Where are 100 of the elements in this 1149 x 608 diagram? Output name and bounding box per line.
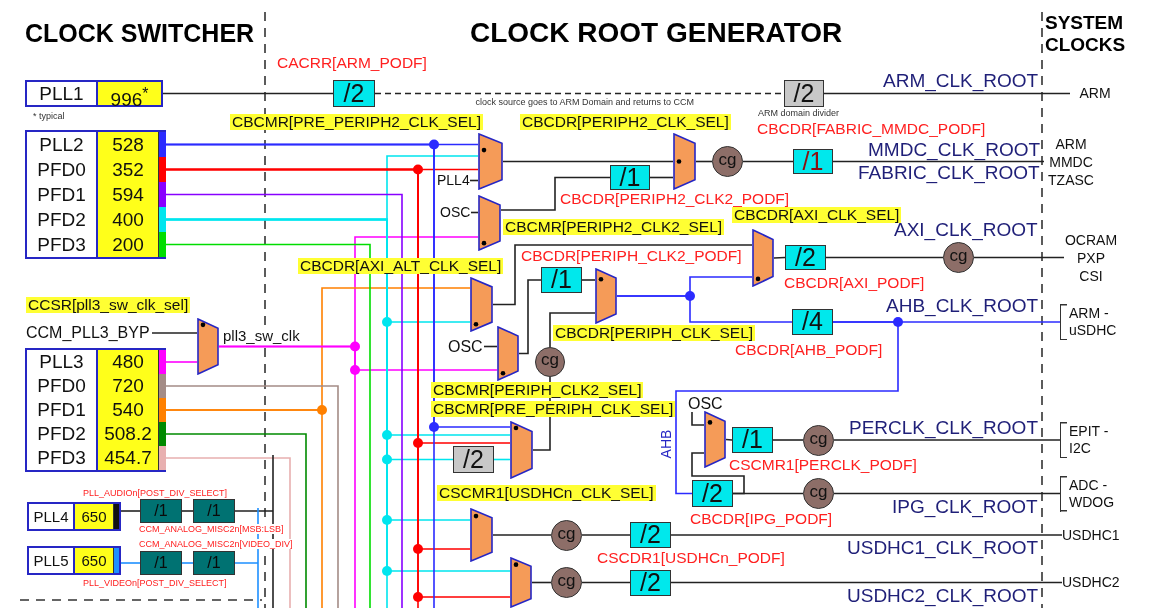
register-field-label: CCM_ANALOG_MISC2n[VIDEO_DIV] xyxy=(139,539,293,549)
divider-block: /1 xyxy=(732,427,773,453)
pll-output-group xyxy=(25,130,166,259)
clock-line xyxy=(234,454,274,608)
clock-root-name: ARM_CLK_ROOT xyxy=(883,71,1039,91)
output-name: PFD2 xyxy=(36,208,87,232)
clock-line xyxy=(670,581,1063,584)
clock-line xyxy=(773,256,786,259)
clock-line xyxy=(181,510,194,512)
multiplexer-symbol xyxy=(470,508,493,562)
input-signal-name: OSC xyxy=(448,338,484,355)
divider-block: /1 xyxy=(193,499,235,523)
multiplexer-symbol xyxy=(197,318,219,375)
pll-source-box xyxy=(27,502,121,531)
clock-line xyxy=(581,279,596,281)
output-name: PFD3 xyxy=(36,233,87,257)
divider-block: /4 xyxy=(792,309,833,335)
multiplexer-symbol xyxy=(478,133,503,190)
pll-name: PLL5 xyxy=(32,551,70,571)
clock-line xyxy=(833,492,1061,495)
frequency-value: 650 xyxy=(73,504,113,529)
multiplexer-symbol xyxy=(752,229,774,287)
peripheral-name: USDHC2 xyxy=(1062,574,1122,591)
clock-line xyxy=(691,452,745,495)
divider-block: /1 xyxy=(541,267,582,293)
divider-block: /1 xyxy=(193,551,235,575)
clock-gate: cg xyxy=(803,478,834,509)
select-register-label: CBCMR[PRE_PERIPH2_CLK_SEL] xyxy=(230,114,483,130)
clock-line xyxy=(165,361,198,363)
clock-root-name: IPG_CLK_ROOT xyxy=(892,497,1038,517)
select-register-label: CBCMR[PERIPH_CLK2_SEL] xyxy=(431,382,644,398)
clock-line xyxy=(549,312,596,348)
clock-line xyxy=(616,295,793,323)
clock-line xyxy=(165,409,323,608)
clock-gate: cg xyxy=(712,146,743,177)
clock-line xyxy=(691,411,705,426)
divider-block: /2 xyxy=(692,480,733,507)
peripheral-range: ADC - WDOG xyxy=(1060,475,1117,512)
clock-line xyxy=(502,160,674,163)
clock-line xyxy=(518,279,542,355)
clock-line xyxy=(772,439,804,441)
frequency-value: 996$^{*}$ xyxy=(96,82,161,105)
register-field-label: CBCDR[PERIPH2_CLK2_PODF] xyxy=(559,191,791,207)
signal-name: AHB xyxy=(657,429,674,459)
divider-block: /2 xyxy=(630,569,671,596)
clock-line xyxy=(165,385,339,608)
peripheral-name: USDHC1 xyxy=(1062,526,1122,544)
peripheral-range: ARM - uSDHC xyxy=(1060,304,1117,340)
frequency-value: 508.2 xyxy=(96,422,158,446)
output-name: PFD3 xyxy=(36,446,87,470)
section-heading: CLOCK ROOT GENERATOR xyxy=(470,17,843,48)
divider-block: /1 xyxy=(610,165,650,190)
clock-line xyxy=(833,439,1061,441)
register-field-label: CBCDR[IPG_PODF] xyxy=(689,511,834,527)
clock-line xyxy=(581,581,631,584)
clock-line xyxy=(165,433,307,608)
clock-line xyxy=(162,92,334,95)
clock-line xyxy=(181,562,194,564)
clock-gate: cg xyxy=(535,347,565,377)
divider-block: /2 xyxy=(453,446,494,473)
register-field-label: CSCMR1[PERCLK_PODF] xyxy=(728,457,918,473)
output-name: PFD1 xyxy=(36,398,87,422)
select-register-label: CBCDR[PERIPH_CLK_SEL] xyxy=(553,325,756,341)
clock-line xyxy=(120,510,141,512)
divider-block: /1 xyxy=(140,551,182,575)
pll-name: PLL4 xyxy=(32,507,70,527)
frequency-value: 480 xyxy=(96,350,158,374)
clock-line xyxy=(732,492,804,495)
clock-root-name: USDHC1_CLK_ROOT xyxy=(847,538,1039,558)
signal-name: pll3_sw_clk xyxy=(223,327,300,344)
output-name: PFD0 xyxy=(36,374,87,398)
frequency-value: 528 xyxy=(96,132,158,157)
clock-line xyxy=(492,534,552,536)
footnote: * typical xyxy=(33,111,65,121)
multiplexer-symbol xyxy=(497,326,519,381)
multiplexer-symbol xyxy=(510,421,533,479)
divider-block: /2 xyxy=(785,245,826,270)
pll-source-box xyxy=(27,546,121,575)
peripheral-name: OCRAM PXP CSI xyxy=(1064,230,1118,285)
multiplexer-symbol xyxy=(595,268,617,324)
section-heading: CLOCK SWITCHER xyxy=(25,19,255,47)
clock-line xyxy=(531,581,552,584)
clock-line xyxy=(725,438,733,441)
frequency-value: 650 xyxy=(73,548,113,573)
section-heading: SYSTEM CLOCKS xyxy=(1045,12,1127,56)
footnote: ARM domain divider xyxy=(758,108,840,118)
output-name: PLL3 xyxy=(38,350,85,374)
select-register-label: CBCDR[PERIPH2_CLK_SEL] xyxy=(520,114,731,130)
frequency-value: 540 xyxy=(96,398,158,422)
select-register-label: CCSR[pll3_sw_clk_sel] xyxy=(26,297,191,313)
frequency-value: 720 xyxy=(96,374,158,398)
clock-root-name: FABRIC_CLK_ROOT xyxy=(858,163,1040,183)
select-register-label: CBCDR[AXI_CLK_SEL] xyxy=(732,207,902,223)
clock-root-name: USDHC2_CLK_ROOT xyxy=(847,586,1039,606)
clock-line xyxy=(973,256,1065,259)
register-field-label: PLL_VIDEOn[POST_DIV_SELECT] xyxy=(83,578,227,588)
register-field-label: CBCDR[AXI_PODF] xyxy=(783,275,926,291)
frequency-value: 454.7 xyxy=(96,446,158,470)
clock-line xyxy=(675,321,899,495)
clock-line xyxy=(742,160,794,163)
